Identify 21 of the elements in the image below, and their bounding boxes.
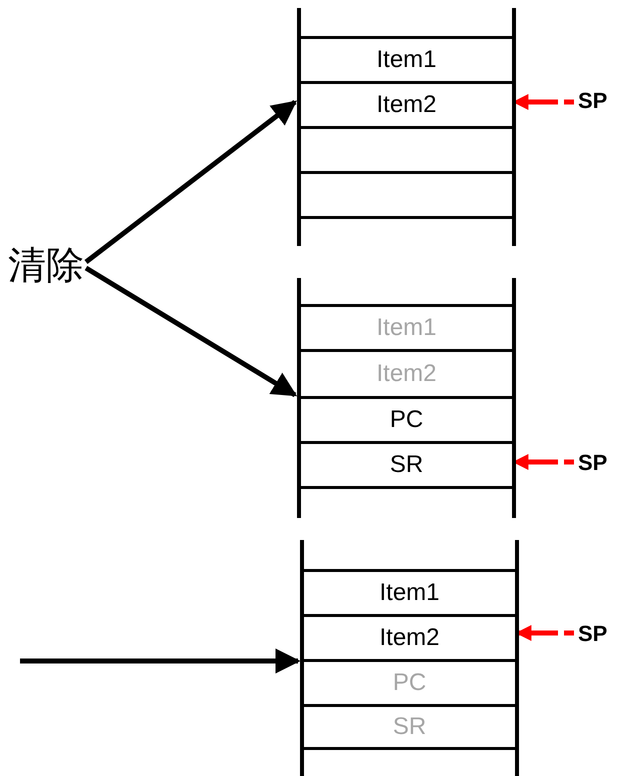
stack-cell: Item1 [304,569,515,614]
stack-cell: Item2 [301,81,512,126]
stack-cell: Item2 [304,614,515,659]
stack-pointer-label: SP [578,450,608,476]
text-label: 清除 [8,240,84,291]
stack-cell: PC [301,396,512,441]
arrow [84,100,297,264]
stack-pointer-label: SP [578,621,608,647]
stack-cell: SR [304,704,515,750]
stack-cell: SR [301,441,512,489]
stack-cell: Item1 [301,36,512,81]
stack-cell [301,171,512,219]
arrow [84,266,298,398]
stack-frame [297,8,516,246]
stack-frame [300,540,519,776]
arrow [20,648,300,674]
stack-cell: Item2 [301,349,512,396]
stack-cell: Item1 [301,304,512,349]
stack-cell: PC [304,659,515,704]
stack-frame [297,278,516,518]
stack-pointer-label: SP [578,88,608,114]
